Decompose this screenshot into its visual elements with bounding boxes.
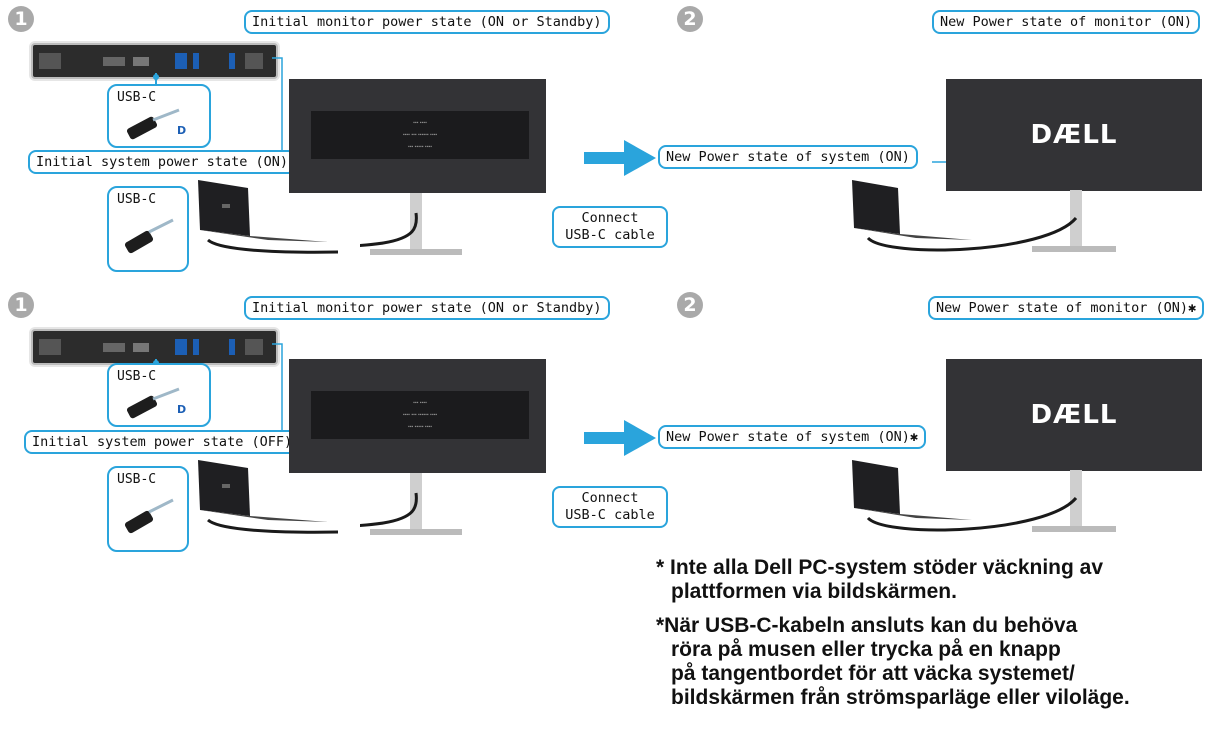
note-2-line-3: på tangentbordet för att väcka systemet/ [671, 662, 1075, 685]
ports-icon [39, 339, 263, 355]
laptop-usbc-callout: USB-C [107, 466, 189, 552]
step-2-badge: 2 [677, 292, 703, 318]
usbc-callout: USB-C D [107, 84, 211, 148]
connector-line [272, 57, 283, 156]
connect-line1: Connect [581, 490, 639, 506]
connect-line1: Connect [581, 210, 639, 226]
note-1-line-1: * Inte alla Dell PC-system stöder väckni… [656, 556, 1104, 579]
usbc-plug-icon: D [126, 108, 186, 140]
connect-usbc-label: Connect USB-C cable [552, 486, 668, 528]
monitor-before: ▪▪▪ ▪▪▪▪▪▪▪▪ ▪▪▪ ▪▪▪▪▪▪ ▪▪▪▪▪▪▪ ▪▪▪▪▪ ▪▪… [289, 79, 546, 193]
usbc-callout-label: USB-C [117, 90, 157, 105]
note-2-line-2: röra på musen eller trycka på en knapp [671, 638, 1061, 661]
initial-system-state-label: Initial system power state (ON) [28, 150, 296, 174]
initial-monitor-state-label: Initial monitor power state (ON or Stand… [244, 10, 610, 34]
monitor-before: ▪▪▪ ▪▪▪▪▪▪▪▪ ▪▪▪ ▪▪▪▪▪▪ ▪▪▪▪▪▪▪ ▪▪▪▪▪ ▪▪… [289, 359, 546, 473]
dell-logo: DÆLL [1030, 400, 1118, 430]
arrow-right-icon [584, 420, 656, 456]
usbc-callout-label: USB-C [117, 369, 157, 384]
monitor-osd-message: ▪▪▪ ▪▪▪▪▪▪▪▪ ▪▪▪ ▪▪▪▪▪▪ ▪▪▪▪▪▪▪ ▪▪▪▪▪ ▪▪… [311, 111, 529, 159]
monitor-stand [360, 193, 462, 255]
monitor-stand [360, 473, 462, 535]
step-1-badge: 1 [8, 292, 34, 318]
laptop-image [198, 460, 338, 534]
laptop-and-stand-after [852, 460, 1116, 532]
usbc-plug-icon [124, 498, 174, 534]
usbc-plug-icon [124, 218, 174, 254]
initial-monitor-state-label: Initial monitor power state (ON or Stand… [244, 296, 610, 320]
dell-logo: DÆLL [1030, 120, 1118, 150]
connect-usbc-label: Connect USB-C cable [552, 206, 668, 248]
laptop-usbc-label: USB-C [117, 472, 157, 487]
step-1-badge: 1 [8, 6, 34, 32]
note-2-line-4: bildskärmen från strömsparläge eller vil… [671, 686, 1130, 709]
connector-line [272, 343, 283, 442]
new-system-state-label: New Power state of system (ON)✱ [658, 425, 926, 449]
laptop-and-stand-after [852, 180, 1116, 252]
connect-line2: USB-C cable [565, 507, 655, 523]
connect-line2: USB-C cable [565, 227, 655, 243]
note-2-line-1: *När USB-C-kabeln ansluts kan du behöva [656, 614, 1078, 637]
usbc-callout: USB-C D [107, 363, 211, 427]
svg-text:D: D [177, 124, 186, 137]
initial-system-state-label: Initial system power state (OFF) [24, 430, 301, 454]
laptop-usbc-label: USB-C [117, 192, 157, 207]
new-monitor-state-label: New Power state of monitor (ON)✱ [928, 296, 1205, 320]
arrow-right-icon [584, 140, 656, 176]
note-1-line-2: plattformen via bildskärmen. [671, 580, 957, 603]
monitor-after: DÆLL [946, 79, 1202, 191]
svg-text:D: D [177, 403, 186, 416]
ports-icon [39, 53, 263, 69]
step-2-badge: 2 [677, 6, 703, 32]
new-monitor-state-label: New Power state of monitor (ON) [932, 10, 1200, 34]
monitor-osd-message: ▪▪▪ ▪▪▪▪▪▪▪▪ ▪▪▪ ▪▪▪▪▪▪ ▪▪▪▪▪▪▪ ▪▪▪▪▪ ▪▪… [311, 391, 529, 439]
usbc-plug-icon: D [126, 387, 186, 419]
monitor-after: DÆLL [946, 359, 1202, 471]
laptop-usbc-callout: USB-C [107, 186, 189, 272]
connector-line [932, 161, 946, 163]
footnotes: * Inte alla Dell PC-system stöder väckni… [656, 556, 1216, 710]
laptop-image [198, 180, 338, 254]
monitor-port-panel [31, 43, 278, 79]
new-system-state-label: New Power state of system (ON) [658, 145, 918, 169]
